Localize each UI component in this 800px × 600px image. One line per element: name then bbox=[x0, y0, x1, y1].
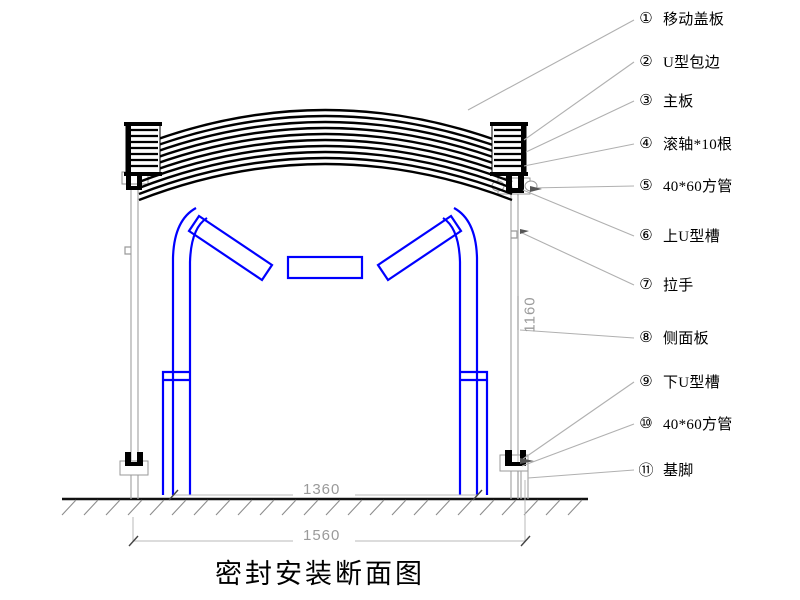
legend-item-4[interactable]: ④ 滚轴*10根 bbox=[636, 133, 732, 154]
leader-lines bbox=[467, 19, 635, 479]
legend-item-10[interactable]: ⑩ 40*60方管 bbox=[636, 413, 733, 434]
legend-item-5[interactable]: ⑤ 40*60方管 bbox=[636, 175, 733, 196]
leader-5 bbox=[529, 185, 635, 189]
arch-left-end-cap bbox=[124, 122, 162, 176]
legend-label-4: 滚轴*10根 bbox=[663, 137, 733, 153]
legend-item-11[interactable]: ⑪ 基脚 bbox=[636, 459, 694, 480]
arched-roof-rollers bbox=[138, 108, 513, 202]
dimension-value-1360: 1360 bbox=[303, 481, 341, 498]
legend-item-1[interactable]: ① 移动盖板 bbox=[636, 8, 724, 29]
right-foot-base bbox=[499, 450, 529, 499]
legend-number-2: ② bbox=[639, 54, 653, 70]
legend-item-7[interactable]: ⑦ 拉手 bbox=[636, 274, 694, 295]
legend-label-5: 40*60方管 bbox=[663, 179, 733, 195]
legend-number-7: ⑦ bbox=[639, 277, 653, 293]
left-panel-foot-step bbox=[161, 370, 190, 495]
legend-label-9: 下U型槽 bbox=[663, 375, 721, 391]
legend-number-5: ⑤ bbox=[639, 178, 653, 194]
leader-11 bbox=[527, 469, 635, 479]
legend-item-2[interactable]: ② U型包边 bbox=[636, 51, 720, 72]
dimension-value-1560: 1560 bbox=[303, 527, 341, 544]
legend-label-2: U型包边 bbox=[663, 55, 721, 71]
leader-4 bbox=[523, 143, 635, 167]
leader-9 bbox=[519, 381, 635, 462]
legend-number-1: ① bbox=[639, 11, 653, 27]
left-side-panel-inner bbox=[188, 217, 208, 495]
legend-list: ① 移动盖板 ② U型包边 ③ 主板 ④ 滚轴*10根 ⑤ 40*60方管 ⑥ … bbox=[636, 0, 800, 500]
blue-seal-structure bbox=[161, 207, 489, 495]
dim-line-1560 bbox=[128, 480, 531, 547]
legend-number-4: ④ bbox=[639, 136, 653, 152]
legend-number-9: ⑨ bbox=[639, 374, 653, 390]
leader-8 bbox=[519, 329, 635, 339]
legend-item-9[interactable]: ⑨ 下U型槽 bbox=[636, 371, 720, 392]
leader-6 bbox=[522, 189, 635, 237]
leader-1 bbox=[467, 19, 635, 111]
legend-label-11: 基脚 bbox=[663, 463, 694, 479]
legend-number-3: ③ bbox=[639, 93, 653, 109]
arch-right-end-cap bbox=[490, 122, 528, 176]
right-linkage-arm bbox=[376, 214, 463, 282]
leader-10 bbox=[521, 423, 635, 467]
left-side-panel-outer bbox=[171, 207, 197, 495]
dimension-lines bbox=[128, 196, 531, 547]
legend-label-1: 移动盖板 bbox=[663, 12, 725, 28]
right-side-panel-outer bbox=[453, 207, 479, 495]
legend-item-3[interactable]: ③ 主板 bbox=[636, 90, 694, 111]
legend-label-10: 40*60方管 bbox=[663, 417, 733, 433]
legend-label-6: 上U型槽 bbox=[663, 229, 721, 245]
legend-number-8: ⑧ bbox=[639, 330, 653, 346]
dimension-value-1160: 1160 bbox=[521, 296, 539, 333]
page-title: 密封安装断面图 bbox=[215, 559, 425, 589]
left-rail-post bbox=[124, 186, 139, 499]
legend-number-11: ⑪ bbox=[638, 463, 654, 479]
centre-bar bbox=[286, 255, 364, 280]
ground-hatching bbox=[61, 499, 583, 516]
leader-2 bbox=[523, 61, 635, 141]
ground-group bbox=[61, 497, 588, 516]
legend-number-10: ⑩ bbox=[639, 416, 653, 432]
leader-3 bbox=[525, 100, 635, 153]
right-rail-post bbox=[510, 190, 519, 499]
legend-item-8[interactable]: ⑧ 侧面板 bbox=[636, 327, 709, 348]
legend-label-7: 拉手 bbox=[663, 278, 694, 294]
leader-7 bbox=[519, 231, 635, 286]
dim-line-1360 bbox=[168, 489, 483, 501]
legend-item-6[interactable]: ⑥ 上U型槽 bbox=[636, 225, 720, 246]
left-linkage-arm bbox=[187, 214, 274, 282]
legend-label-8: 侧面板 bbox=[663, 331, 709, 347]
left-foot-base bbox=[119, 452, 149, 476]
legend-label-3: 主板 bbox=[663, 94, 694, 110]
right-side-panel-inner bbox=[442, 217, 462, 495]
legend-number-6: ⑥ bbox=[639, 228, 653, 244]
right-panel-foot-step bbox=[460, 370, 489, 495]
